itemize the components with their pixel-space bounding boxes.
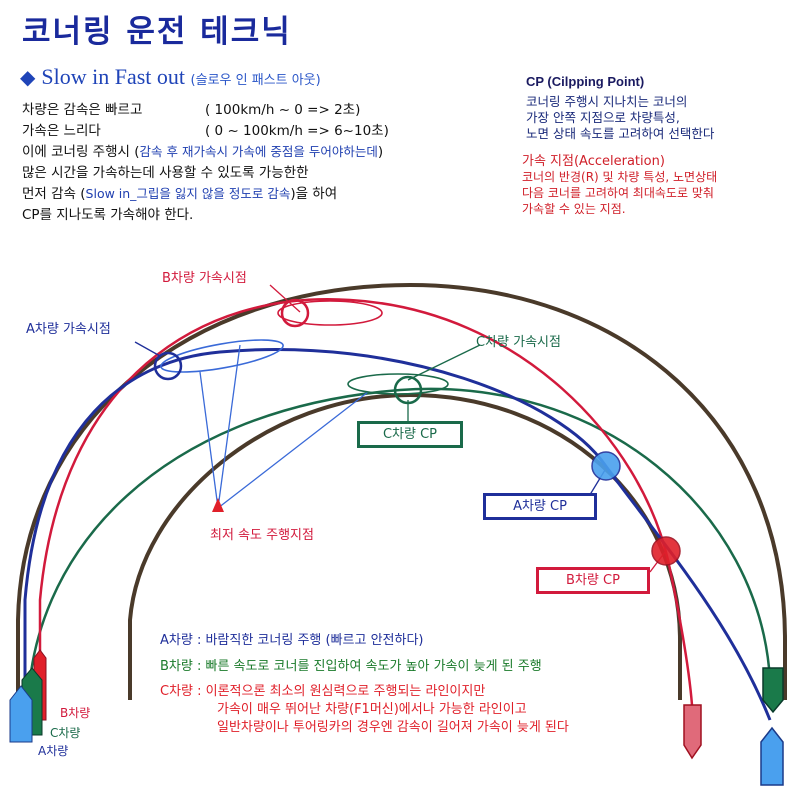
pointer-lines xyxy=(134,284,666,573)
intro-line-5: 먼저 감속 (Slow in_그립을 잃지 않을 정도로 감속)을 하여 xyxy=(22,186,338,202)
intro-line-4: 많은 시간을 가속하는데 사용할 수 있도록 가능한한 xyxy=(22,165,309,181)
label-min-speed: 최저 속도 주행지점 xyxy=(210,528,314,543)
label-c-accel: C차량 가속시점 xyxy=(476,335,561,350)
legend-c-3: 일반차량이나 투어링카의 경우엔 감속이 길어져 가속이 늦게 된다 xyxy=(217,720,569,735)
legend-c-1: C차량 : 이론적으론 최소의 원심력으로 주행되는 라인이지만 xyxy=(160,684,486,699)
legend-a: A차량 : 바람직한 코너링 주행 (빠르고 안전하다) xyxy=(160,633,424,648)
intro-line-3: 이에 코너링 주행시 (감속 후 재가속시 가속에 중점을 두어야하는데) xyxy=(22,144,384,160)
page-title: 코너링 운전 테크닉 xyxy=(22,14,292,50)
track-inner-edge xyxy=(128,392,682,700)
b-cp-circle xyxy=(651,536,681,566)
cp-info-line-3: 노면 상태 속도를 고려하여 선택한다 xyxy=(526,126,715,141)
intro-line-1-value: ( 100km/h ~ 0 => 2초) xyxy=(205,102,361,118)
box-c-cp: C차량 CP xyxy=(357,421,463,448)
intro-line-2: 가속은 느리다 xyxy=(22,123,101,139)
intro-line-1: 차량은 감속은 빠르고 xyxy=(22,102,143,118)
subtitle-main: Slow in Fast out xyxy=(41,64,186,89)
label-car-c: C차량 xyxy=(50,726,81,740)
cp-info-title: CP (Cilpping Point) xyxy=(526,74,645,89)
c-cp-circle xyxy=(393,375,423,405)
cp-info-line-2: 가장 안쪽 지점으로 차량특성, xyxy=(526,110,680,125)
intro-line-2-value: ( 0 ~ 100km/h => 6~10초) xyxy=(205,123,389,139)
line-b xyxy=(38,298,694,706)
start-cars xyxy=(9,649,47,743)
line-a xyxy=(23,348,772,721)
cp-info-line-1: 코너링 주행시 지나치는 코너의 xyxy=(526,94,688,109)
c-accel-ellipse xyxy=(347,373,449,395)
a-cp-circle xyxy=(591,451,621,481)
box-a-cp: A차량 CP xyxy=(483,493,597,520)
a-accel-circle xyxy=(153,351,183,381)
car-c-exit xyxy=(762,667,784,714)
line-c xyxy=(26,387,772,711)
b-accel-ellipse xyxy=(277,300,383,326)
label-car-b: B차량 xyxy=(60,706,91,720)
a-accel-ellipse xyxy=(160,339,284,373)
acc-info-title: 가속 지점(Acceleration) xyxy=(522,154,665,169)
label-a-accel: A차량 가속시점 xyxy=(26,322,111,337)
intro-line-6: CP를 지나도록 가속해야 한다. xyxy=(22,207,194,223)
car-a-exit xyxy=(760,726,784,786)
box-b-cp: B차량 CP xyxy=(536,567,650,594)
acc-info-line-3: 가속할 수 있는 지점. xyxy=(522,202,626,216)
subtitle-paren: (슬로우 인 패스트 아웃) xyxy=(190,73,321,88)
label-car-a: A차량 xyxy=(38,744,69,758)
track-outer-edge xyxy=(16,282,787,700)
b-accel-circle xyxy=(280,298,310,328)
acc-info-line-2: 다음 코너를 고려하여 최대속도로 맞춰 xyxy=(522,186,714,200)
subtitle: ◆Slow in Fast out (슬로우 인 패스트 아웃) xyxy=(20,64,321,90)
legend-b: B차량 : 빠른 속도로 코너를 진입하여 속도가 높아 가속이 늦게 된 주행 xyxy=(160,659,542,674)
diamond-icon: ◆ xyxy=(20,65,36,89)
acc-info-line-1: 코너의 반경(R) 및 차량 특성, 노면상태 xyxy=(522,170,718,184)
car-b-exit xyxy=(683,704,702,760)
min-speed-marker xyxy=(212,498,224,512)
legend-c-2: 가속이 매우 뛰어난 차량(F1머신)에서나 가능한 라인이고 xyxy=(217,702,527,717)
label-b-accel: B차량 가속시점 xyxy=(162,271,247,286)
